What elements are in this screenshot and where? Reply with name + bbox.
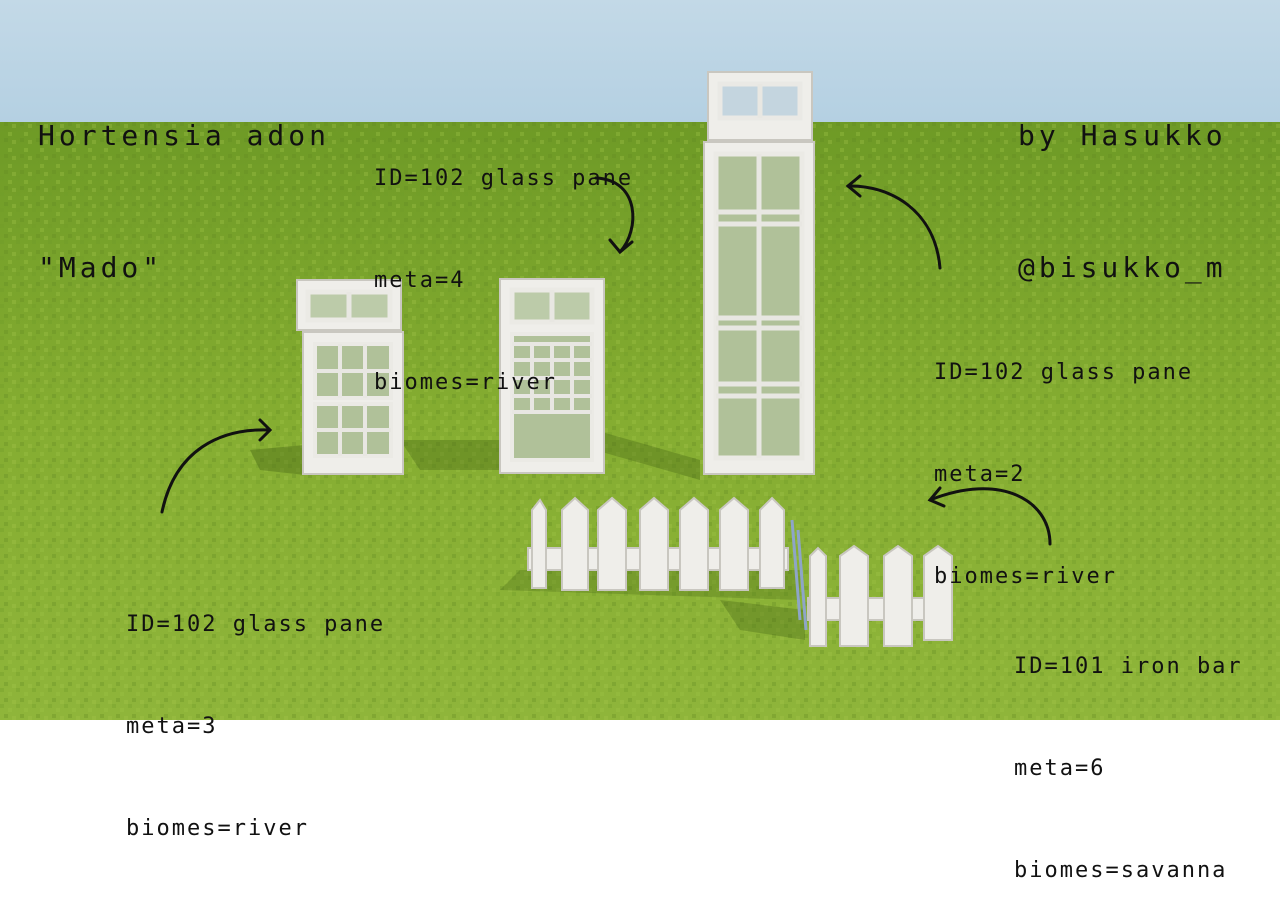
- annotation-top-center: ID=102 glass pane meta=4 biomes=river: [374, 94, 633, 434]
- arrow-top-center: [594, 176, 635, 254]
- sky: [0, 0, 1280, 125]
- arrow-right: [846, 184, 942, 270]
- window-meta-3: [296, 279, 404, 475]
- credit-line-2: @bisukko_m: [1018, 251, 1227, 284]
- arrow-bottom-left: [160, 428, 272, 514]
- annotation-meta: meta=6: [1014, 756, 1106, 781]
- annotation-meta: meta=2: [934, 462, 1026, 487]
- title-line-1: Hortensia adon: [38, 119, 331, 152]
- annotation-bottom-left: ID=102 glass pane meta=3 biomes=river: [126, 540, 385, 880]
- annotation-bottom-right: ID=101 iron bar meta=6 biomes=savanna: [1014, 582, 1243, 922]
- annotation-biomes: biomes=river: [126, 816, 309, 841]
- credit: by Hasukko @bisukko_m: [1018, 26, 1227, 334]
- window-meta-4: [499, 278, 605, 474]
- title-line-2: "Mado": [38, 251, 164, 284]
- annotation-right: ID=102 glass pane meta=2 biomes=river: [934, 288, 1193, 628]
- arrows: [160, 174, 1052, 546]
- annotation-biomes: biomes=river: [934, 564, 1117, 589]
- picket-fence: [527, 496, 953, 647]
- game-scene: [0, 0, 1280, 720]
- credit-line-1: by Hasukko: [1018, 119, 1227, 152]
- annotation-biomes: biomes=savanna: [1014, 858, 1228, 883]
- title: Hortensia adon "Mado": [38, 26, 330, 334]
- arrow-bottom-right: [928, 487, 1052, 546]
- annotation-id: ID=102 glass pane: [934, 360, 1194, 385]
- window-meta-2: [703, 71, 815, 475]
- annotation-biomes: biomes=river: [374, 370, 557, 395]
- shadow: [250, 445, 305, 475]
- annotation-id: ID=102 glass pane: [126, 612, 386, 637]
- annotation-id: ID=101 iron bar: [1014, 654, 1243, 679]
- annotation-id: ID=102 glass pane: [374, 166, 634, 191]
- annotation-meta: meta=3: [126, 714, 218, 739]
- annotation-meta: meta=4: [374, 268, 466, 293]
